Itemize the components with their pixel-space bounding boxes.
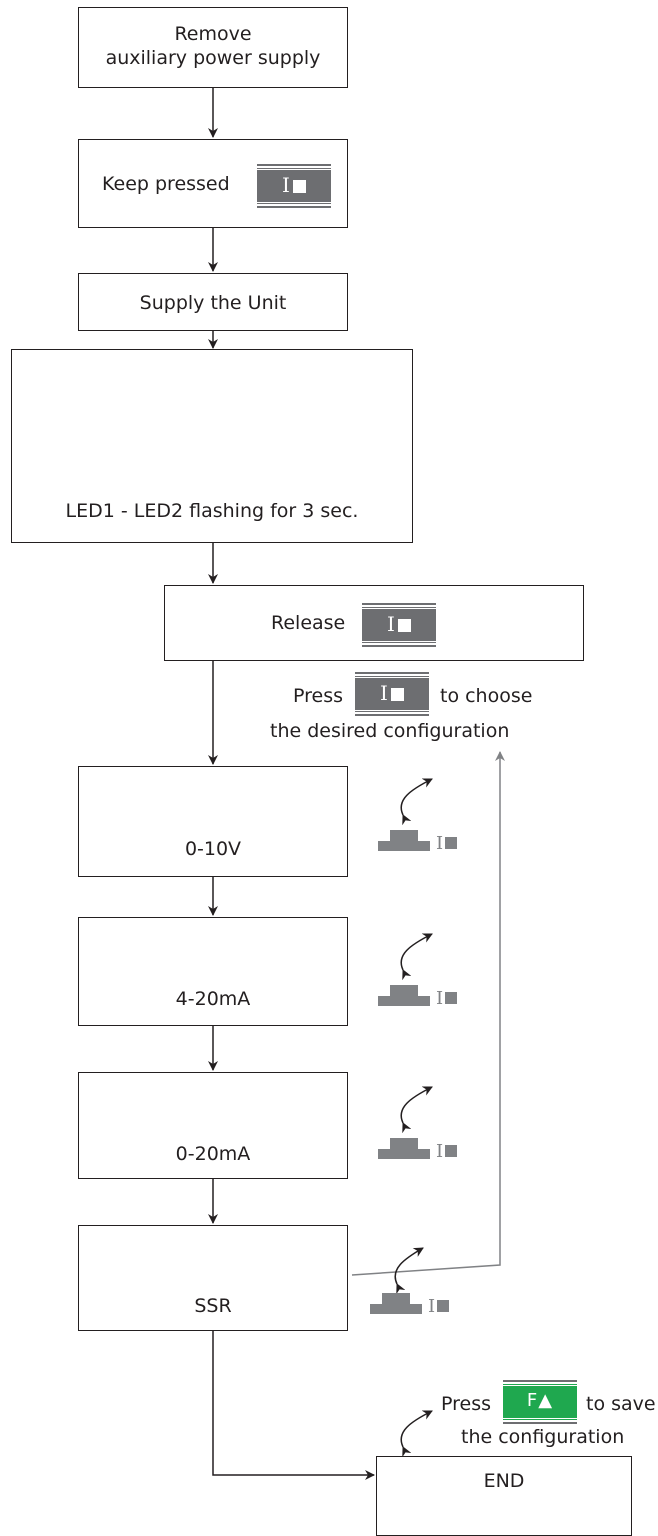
step-release: Release I xyxy=(164,585,584,661)
step-end: END xyxy=(376,1456,632,1536)
save-note-suffix: to save xyxy=(586,1393,656,1415)
step-end-label: END xyxy=(483,1470,525,1492)
small-button-symbol-4 xyxy=(370,1293,422,1314)
small-i-key-icon: I xyxy=(436,835,458,853)
config-label: 0-20mA xyxy=(175,1143,251,1165)
cycle-arrows xyxy=(394,778,433,1458)
step-supply-unit: Supply the Unit xyxy=(78,273,348,331)
save-note-line2: the configuration xyxy=(461,1426,625,1448)
step-flashing-label: LED1 - LED2 flashing for 3 sec. xyxy=(65,500,359,522)
step-led-flashing: LED1 - LED2 flashing for 3 sec. xyxy=(11,349,413,543)
config-label: SSR xyxy=(194,1295,232,1317)
step-release-label: Release xyxy=(271,612,346,634)
small-button-symbol-2 xyxy=(378,985,430,1006)
return-loop-line xyxy=(351,751,505,1276)
small-i-key-icon: I xyxy=(436,1143,458,1161)
f-up-arrow-key-icon: F▲ xyxy=(503,1380,577,1424)
config-box-0-20ma: 0-20mA xyxy=(78,1072,348,1179)
config-label: 4-20mA xyxy=(175,988,251,1010)
press-note-line2: the desired configuration xyxy=(270,720,510,742)
config-label: 0-10V xyxy=(184,838,242,860)
small-button-symbol-3 xyxy=(378,1138,430,1159)
step-remove-power: Remove auxiliary power supply xyxy=(78,7,348,88)
step-supply-label: Supply the Unit xyxy=(139,292,287,314)
step-keep-pressed-label: Keep pressed xyxy=(102,173,230,195)
i-square-key-icon: I xyxy=(362,603,436,647)
step-remove-line2: auxiliary power supply xyxy=(105,47,321,69)
save-note-press: Press xyxy=(441,1393,492,1415)
config-box-ssr: SSR xyxy=(78,1225,348,1331)
step-keep-pressed: Keep pressed I xyxy=(78,139,348,228)
i-square-key-icon: I xyxy=(355,672,429,716)
press-note-suffix: to choose xyxy=(440,685,533,707)
arrow-to-end xyxy=(212,1330,375,1480)
small-i-key-icon: I xyxy=(436,990,458,1008)
press-note-press: Press xyxy=(293,685,344,707)
step-remove-line1: Remove xyxy=(174,23,252,45)
i-square-key-icon: I xyxy=(257,164,331,208)
small-i-key-icon: I xyxy=(428,1298,450,1316)
config-box-0-10v: 0-10V xyxy=(78,766,348,877)
config-box-4-20ma: 4-20mA xyxy=(78,917,348,1026)
small-button-symbol-1 xyxy=(378,830,430,851)
